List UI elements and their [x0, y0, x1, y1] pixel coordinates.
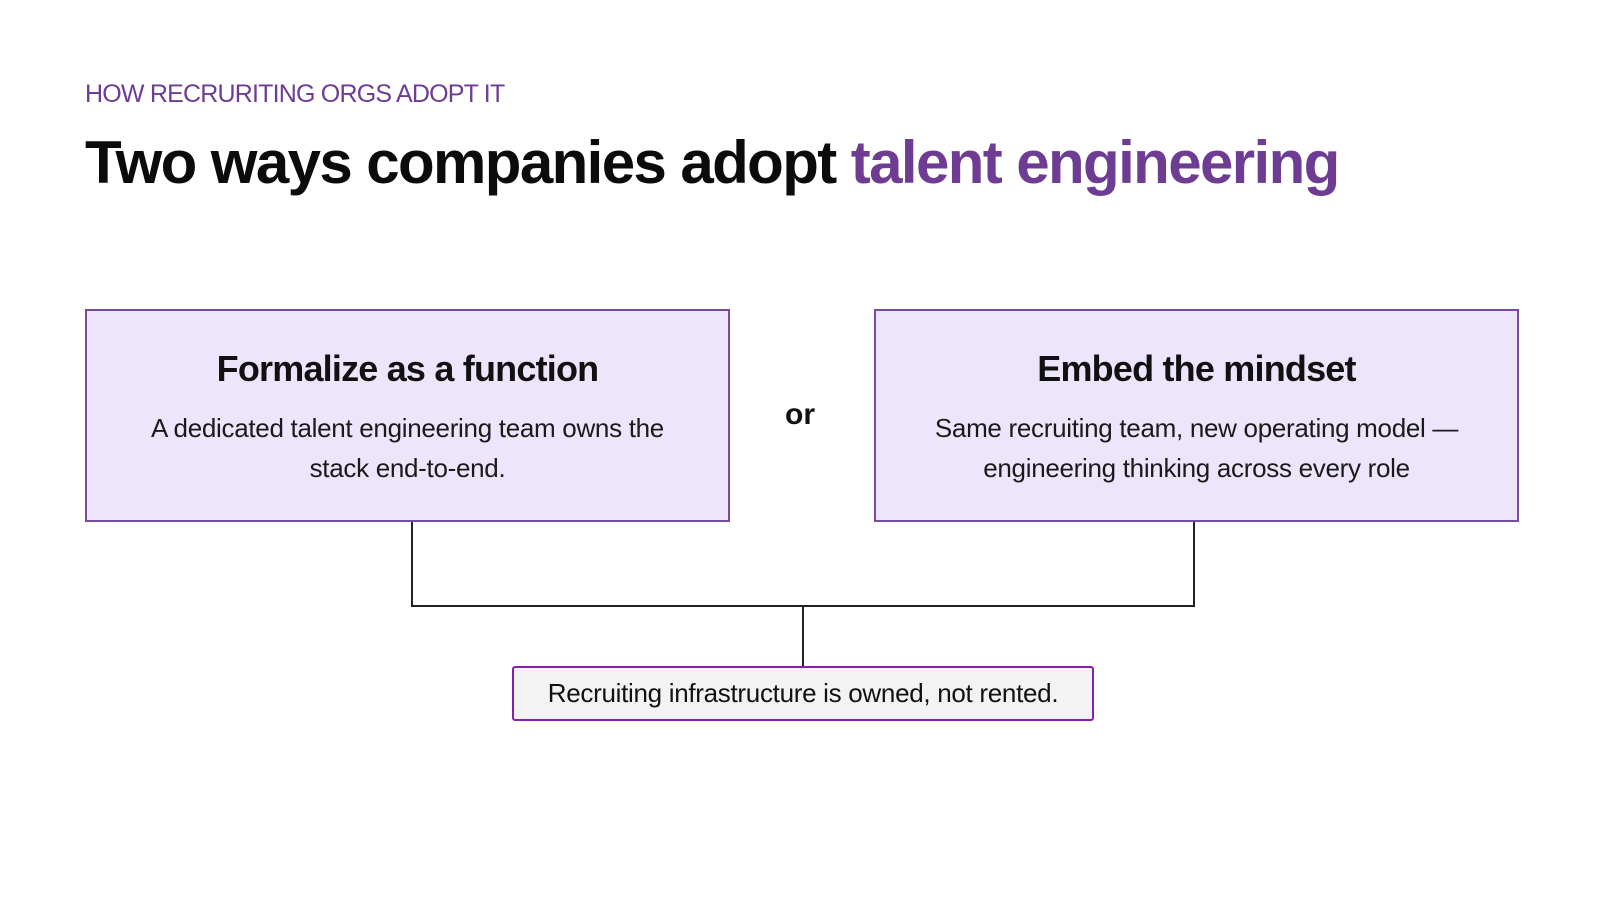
option-description-line: stack end-to-end. — [309, 453, 506, 483]
option-description-line: engineering thinking across every role — [983, 453, 1410, 483]
option-card-embed: Embed the mindset Same recruiting team, … — [874, 309, 1519, 522]
slide-title: Two ways companies adopt talent engineer… — [85, 128, 1341, 197]
outcome-box: Recruiting infrastructure is owned, not … — [512, 666, 1094, 721]
title-accent: talent engineering — [850, 129, 1341, 196]
or-separator: or — [785, 398, 815, 431]
option-card-formalize: Formalize as a function A dedicated tale… — [85, 309, 730, 522]
option-description-line: A dedicated talent engineering team owns… — [151, 413, 664, 443]
option-title: Formalize as a function — [216, 348, 599, 389]
option-description: Same recruiting team, new operating mode… — [902, 408, 1492, 488]
option-description-line: Same recruiting team, new operating mode… — [934, 413, 1459, 443]
section-eyebrow: HOW RECRURITING ORGS ADOPT IT — [85, 80, 505, 108]
option-description: A dedicated talent engineering team owns… — [113, 408, 703, 488]
title-main: Two ways companies adopt — [85, 129, 851, 196]
connector-path — [411, 522, 1195, 607]
option-title: Embed the mindset — [1037, 348, 1356, 389]
